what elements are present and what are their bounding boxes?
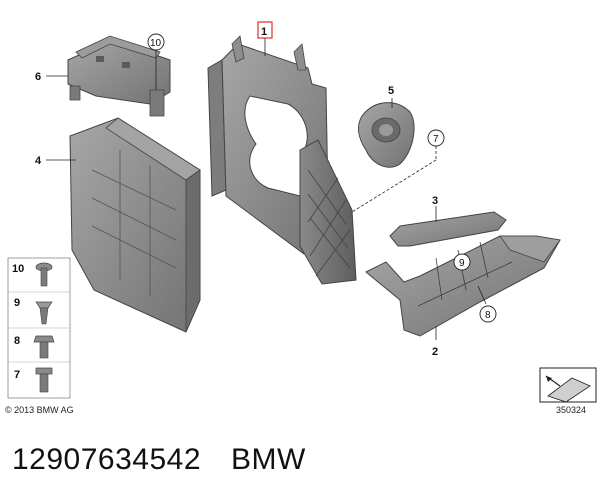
legend-label-7: 7 (14, 369, 20, 381)
callout-3: 3 (432, 195, 438, 207)
callout-5: 5 (388, 85, 394, 97)
clip-9-icon (35, 301, 53, 325)
part-6-bracket (67, 35, 171, 117)
part-1-frame (207, 35, 357, 285)
highlight-box (257, 21, 273, 39)
caption: 12907634542 BMW (12, 443, 306, 477)
brand-name: BMW (231, 443, 306, 476)
bolt-8-icon (33, 335, 55, 359)
bolt-7-icon (35, 367, 53, 393)
callout-1: 1 (261, 26, 267, 38)
parts-diagram: 6 4 5 3 2 1 10 7 9 8 10 9 8 7 (7, 21, 597, 403)
callout-4: 4 (35, 155, 42, 167)
reference-code: 350324 (556, 405, 587, 415)
legend-label-8: 8 (14, 335, 20, 347)
fastener-legend: 10 9 8 7 (7, 257, 71, 399)
callout-10: 10 (150, 38, 162, 49)
callout-2: 2 (432, 346, 438, 358)
leader-lines (46, 38, 487, 340)
part-2-trim (365, 235, 561, 337)
callout-8: 8 (485, 310, 491, 321)
callout-6: 6 (35, 71, 41, 83)
part-3-strip (389, 211, 507, 247)
part-5-cap (358, 102, 415, 168)
callout-7: 7 (433, 134, 439, 145)
part-4-rack (69, 117, 201, 333)
callout-9: 9 (459, 258, 465, 269)
screw-10-icon (35, 262, 53, 287)
copyright-text: © 2013 BMW AG (5, 405, 74, 415)
legend-label-10: 10 (12, 263, 24, 275)
part-number: 12907634542 (12, 443, 202, 476)
legend-label-9: 9 (14, 297, 20, 309)
reference-symbol (539, 367, 597, 403)
